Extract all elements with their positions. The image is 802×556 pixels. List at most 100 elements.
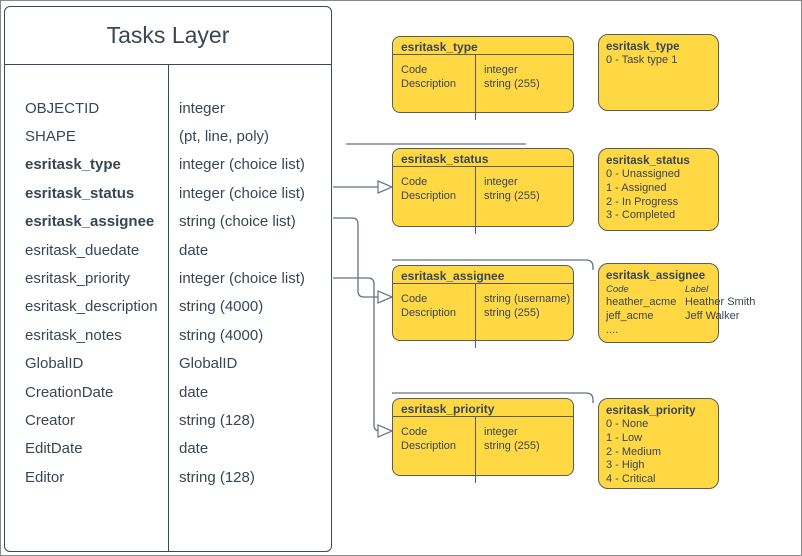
tasks-layer-fields: OBJECTID integer SHAPE (pt, line, poly) es… xyxy=(5,65,331,551)
row-type: string (255) xyxy=(484,306,540,319)
field-name: EditDate xyxy=(25,440,83,458)
row-label: Code xyxy=(401,293,428,305)
assignee-label: Jeff Walker xyxy=(685,309,740,322)
field-row: Creator string (128) xyxy=(5,406,331,434)
domain-value-item: 0 - Task type 1 xyxy=(606,54,678,66)
domain-value-item: 0 - Unassigned xyxy=(606,168,680,180)
domain-values-esritask-priority[interactable]: esritask_priority 0 - None 1 - Low 2 - M… xyxy=(598,398,719,489)
domain-value-item: 2 - Medium xyxy=(606,445,662,458)
field-row: esritask_status integer (choice list) xyxy=(5,179,331,207)
table-divider xyxy=(475,284,477,348)
assignee-code: heather_acme xyxy=(606,296,677,308)
field-type: string (4000) xyxy=(179,298,264,316)
field-name: esritask_assignee xyxy=(25,213,155,231)
field-type: (pt, line, poly) xyxy=(179,128,270,146)
domain-value-item: 3 - Completed xyxy=(606,209,676,222)
field-name: esritask_type xyxy=(25,156,121,174)
row-label: Code xyxy=(401,426,428,438)
domain-value-item: 0 - None xyxy=(606,418,649,430)
field-type: string (128) xyxy=(179,468,255,486)
domain-table-title: esritask_status xyxy=(393,149,573,167)
row-label: Code xyxy=(401,176,428,188)
field-name: Editor xyxy=(25,468,65,486)
field-row: esritask_assignee string (choice list) xyxy=(5,208,331,236)
domain-values-title: esritask_type xyxy=(606,41,680,53)
field-type: integer xyxy=(179,99,225,117)
row-label: Code xyxy=(401,64,428,76)
domain-table-title: esritask_assignee xyxy=(393,266,573,284)
assignee-label: Heather Smith xyxy=(685,296,756,308)
domain-value-item: 2 - In Progress xyxy=(606,195,679,208)
field-type: date xyxy=(179,383,209,401)
row-label: Description xyxy=(401,189,457,202)
field-row: CreationDate date xyxy=(5,378,331,406)
connector-priority-arrowhead-icon xyxy=(377,424,394,438)
table-divider xyxy=(475,167,477,234)
domain-values-esritask-type[interactable]: esritask_type 0 - Task type 1 xyxy=(598,34,719,111)
row-type: string (255) xyxy=(484,77,540,90)
field-name: esritask_duedate xyxy=(25,241,140,259)
field-name: GlobalID xyxy=(25,355,84,373)
field-name: esritask_notes xyxy=(25,326,122,344)
values-column-header: Label xyxy=(685,284,709,295)
connector-priority-line xyxy=(333,277,381,432)
row-label: Description xyxy=(401,306,457,319)
row-type: integer xyxy=(484,426,518,438)
field-row: OBJECTID integer xyxy=(5,94,331,122)
field-type: string (choice list) xyxy=(179,213,296,231)
field-row: EditDate date xyxy=(5,435,331,463)
assignee-ellipsis: .... xyxy=(606,323,619,336)
values-column-header: Code xyxy=(606,284,629,295)
assignee-code: jeff_acme xyxy=(606,309,654,322)
row-type: string (255) xyxy=(484,189,540,202)
field-row: esritask_type integer (choice list) xyxy=(5,151,331,179)
field-type: date xyxy=(179,241,209,259)
field-row: GlobalID GlobalID xyxy=(5,350,331,378)
field-row: SHAPE (pt, line, poly) xyxy=(5,122,331,150)
field-row: esritask_duedate date xyxy=(5,236,331,264)
field-name: Creator xyxy=(25,411,76,429)
field-row: esritask_description string (4000) xyxy=(5,293,331,321)
connector-assignee-arrowhead-icon xyxy=(377,290,394,304)
domain-value-item: 1 - Assigned xyxy=(606,181,667,194)
field-row: esritask_priority integer (choice list) xyxy=(5,264,331,292)
domain-values-title: esritask_status xyxy=(606,155,690,167)
domain-table-esritask-priority[interactable]: esritask_priority Code integer Descriptio… xyxy=(392,398,574,483)
field-type: integer (choice list) xyxy=(179,184,305,202)
domain-values-esritask-assignee[interactable]: esritask_assignee Code Label heather_acm… xyxy=(598,263,755,343)
field-row: Editor string (128) xyxy=(5,463,331,491)
field-name: SHAPE xyxy=(25,128,76,146)
field-name: esritask_status xyxy=(25,184,135,202)
field-type: integer (choice list) xyxy=(179,156,305,174)
field-name: CreationDate xyxy=(25,383,114,401)
field-type: string (4000) xyxy=(179,326,264,344)
domain-value-item: 4 - Critical xyxy=(606,473,656,486)
domain-value-item: 1 - Low xyxy=(606,431,643,444)
field-name: esritask_description xyxy=(25,298,158,316)
domain-values-title: esritask_priority xyxy=(606,405,696,417)
row-type: integer xyxy=(484,64,518,76)
domain-values-title: esritask_assignee xyxy=(606,270,706,282)
tasks-layer-title: Tasks Layer xyxy=(5,7,331,65)
connector-assignee-line xyxy=(333,217,378,298)
row-type: string (255) xyxy=(484,439,540,452)
row-label: Description xyxy=(401,439,457,452)
tasks-layer-table[interactable]: Tasks Layer OBJECTID integer SHAPE (pt, li… xyxy=(4,6,332,552)
domain-table-esritask-status[interactable]: esritask_status Code integer Description s… xyxy=(392,148,574,234)
domain-values-esritask-status[interactable]: esritask_status 0 - Unassigned 1 - Assig… xyxy=(598,148,719,231)
field-type: date xyxy=(179,440,209,458)
field-type: integer (choice list) xyxy=(179,270,305,288)
row-type: string (username) xyxy=(484,293,571,305)
table-divider xyxy=(475,55,477,120)
field-type: GlobalID xyxy=(179,355,238,373)
field-name: esritask_priority xyxy=(25,270,131,288)
column-divider xyxy=(168,65,170,551)
row-type: integer xyxy=(484,176,518,188)
field-name: OBJECTID xyxy=(25,99,100,117)
field-type: string (128) xyxy=(179,411,255,429)
table-divider xyxy=(475,417,477,483)
domain-table-title: esritask_priority xyxy=(393,399,573,417)
